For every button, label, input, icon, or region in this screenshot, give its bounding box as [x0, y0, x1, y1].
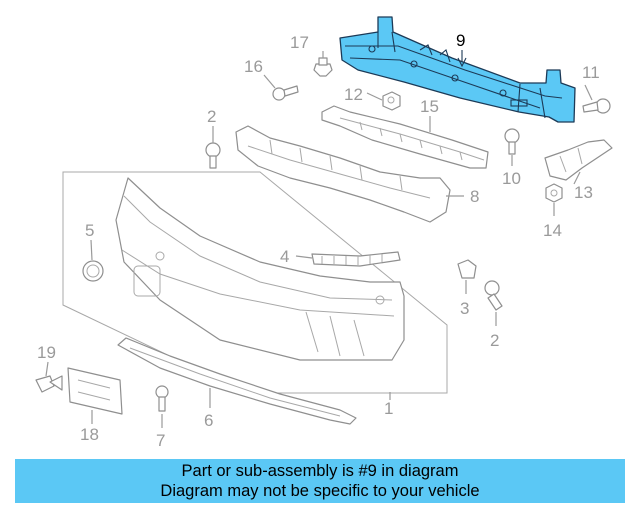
callout-6: 6: [204, 411, 213, 430]
bumper-group-frame: [62, 171, 448, 394]
info-banner: Part or sub-assembly is #9 in diagram Di…: [15, 459, 625, 503]
callout-4: 4: [280, 247, 289, 266]
absorber-part-15: [321, 105, 489, 169]
clip-nut-part-14: [545, 183, 563, 203]
push-clip-part-19: [35, 375, 63, 393]
callout-14: 14: [543, 221, 562, 240]
callout-2-lower: 2: [490, 331, 499, 350]
bolt-part-11: [582, 98, 611, 114]
banner-line-2: Diagram may not be specific to your vehi…: [160, 482, 480, 500]
fog-ring-part-5: [82, 260, 104, 282]
callout-1: 1: [384, 399, 393, 418]
bolt-part-2-lower: [484, 280, 503, 311]
screw-part-7: [155, 385, 169, 412]
bolt-part-16: [272, 85, 299, 101]
bumper-cover-part-1: [115, 177, 405, 361]
callout-13: 13: [574, 183, 593, 202]
grille-strip-part-4: [311, 251, 401, 267]
absorber-part-8: [235, 125, 451, 223]
leader-lines: [45, 50, 593, 428]
callout-5: 5: [85, 221, 94, 240]
lower-lip-part-6: [117, 337, 357, 425]
callout-3: 3: [460, 299, 469, 318]
callout-16: 16: [244, 57, 263, 76]
callout-12: 12: [344, 85, 363, 104]
callout-2-upper: 2: [207, 107, 216, 126]
bolt-part-10: [504, 128, 520, 155]
side-bracket-part-13: [544, 139, 613, 181]
clip-part-17: [313, 57, 333, 77]
parts-diagram: 17 16 9 11 12 15 2 10 13 8 14 5 4 3 2 19…: [35, 16, 613, 450]
callout-8: 8: [470, 187, 479, 206]
nut-part-12: [382, 91, 401, 111]
callout-19: 19: [37, 343, 56, 362]
callout-11: 11: [582, 63, 600, 82]
callout-9: 9: [456, 31, 465, 50]
banner-line-1: Part or sub-assembly is #9 in diagram: [181, 462, 459, 480]
clip-part-3: [457, 259, 477, 279]
bolt-part-2-upper: [205, 142, 221, 169]
callout-17: 17: [290, 33, 309, 52]
license-bracket-part-18: [67, 367, 123, 415]
callout-15: 15: [420, 97, 439, 116]
bumper-reinforcement-part-9[interactable]: [339, 16, 576, 123]
callout-7: 7: [156, 431, 165, 450]
callout-10: 10: [502, 169, 521, 188]
callout-18: 18: [80, 425, 99, 444]
